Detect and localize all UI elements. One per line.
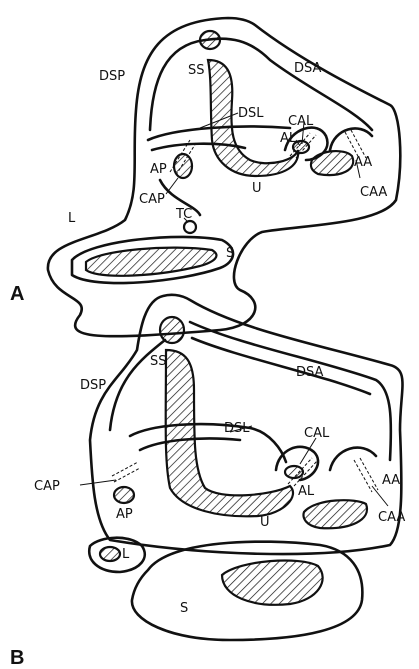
panel-a-label-dsp: DSP [99,69,125,84]
panel-b-lateral-duct [130,424,286,462]
panel-b-letter: B [10,647,24,669]
panel-a-label-caa: CAA [360,185,387,200]
panel-b-cap-leader [80,480,116,485]
panel-b-label-dsa: DSA [296,365,324,380]
panel-b-label-cap: CAP [34,479,60,494]
panel-a-label-cap: CAP [139,192,165,207]
panel-b-label-l: L [122,547,130,562]
panel-a-label-dsl: DSL [238,106,264,121]
panel-a-label-tc: TC [175,207,192,222]
panel-a-label-ss: SS [188,63,205,78]
panel-b-saccule-macula [222,560,323,604]
panel-b-aa-ampulla [304,500,367,528]
panel-b-label-caa: CAA [378,510,405,525]
panel-a-caa-loop [330,128,372,150]
panel-b-label-u: U [260,515,270,530]
panel-a-label-u: U [252,181,262,196]
panel-a: DSP SS DSA DSL CAL AL AA AP CAP CAA U L … [10,18,400,336]
panel-a-label-l: L [68,211,76,226]
panel-a-caa-dash-2 [351,130,366,158]
panel-b-label-s: S [180,601,188,616]
panel-a-saccule-macula [86,248,216,276]
panel-b-ap-ampulla [114,487,134,503]
panel-b-label-ss: SS [150,354,167,369]
panel-b-caa-leader [372,486,388,506]
panel-b: DSP SS DSA DSL CAL AL AA AP CAP CAA U L … [10,295,405,669]
panel-b-label-dsl: DSL [224,421,250,436]
panel-b-caa-loop [330,448,376,470]
panel-a-superior-hatch [200,31,220,49]
panel-a-label-dsa: DSA [294,61,322,76]
panel-b-label-cal: CAL [304,426,330,441]
panel-b-superior-hatch [160,317,184,343]
panel-b-dsa-outline [192,338,370,394]
panel-a-cap-leader [166,178,178,194]
panel-a-label-s: S [226,246,234,261]
panel-a-aa-ampulla [311,151,353,175]
panel-b-canal-inner-outline [110,322,391,460]
panel-b-caa-dash-2 [360,458,378,490]
panel-a-label-al: AL [280,131,297,146]
panel-b-caa-dash-1 [354,460,372,492]
panel-b-label-dsp: DSP [80,378,106,393]
panel-b-lagena-macula [100,547,120,561]
panel-a-tc-circle [184,221,196,233]
panel-b-label-al: AL [298,484,315,499]
panel-a-label-cal: CAL [288,114,314,129]
panel-b-cap-dash-1 [112,462,138,476]
panel-b-label-ap: AP [116,507,133,522]
panel-b-al-ampulla [285,466,303,478]
panel-a-label-aa: AA [354,155,372,170]
panel-a-label-ap: AP [150,162,167,177]
panel-a-letter: A [10,283,24,305]
panel-b-label-aa: AA [382,473,400,488]
panel-b-cap-dash-2 [114,468,140,482]
